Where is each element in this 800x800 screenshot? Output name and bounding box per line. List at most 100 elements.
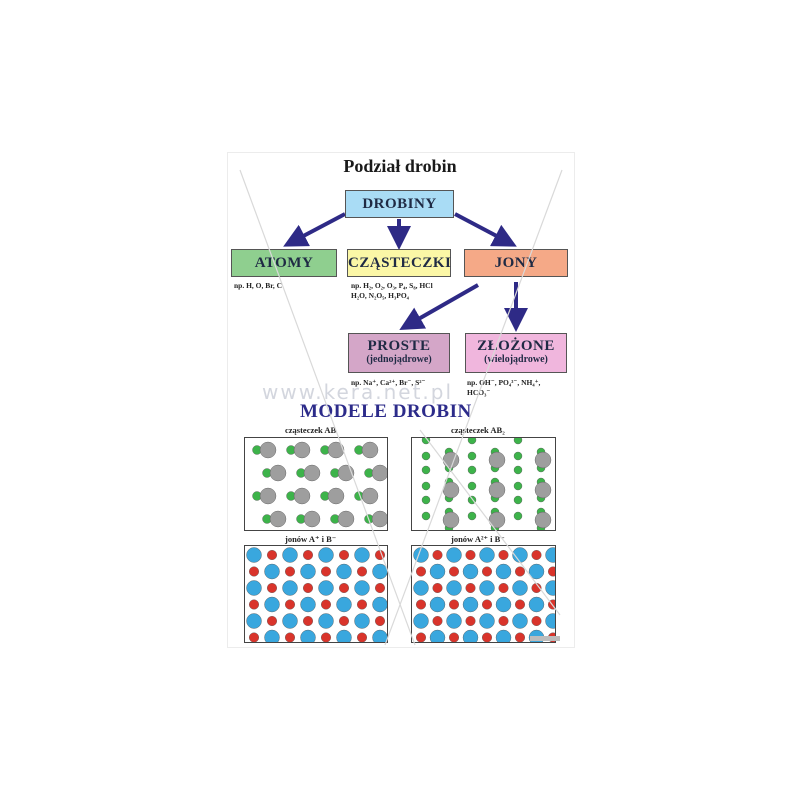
cation — [465, 549, 476, 561]
cation — [416, 632, 426, 642]
cation — [356, 566, 367, 577]
cation — [514, 566, 525, 577]
cation — [465, 583, 476, 594]
cation — [498, 583, 509, 594]
cation — [482, 632, 492, 642]
cation — [531, 615, 542, 626]
anion — [372, 563, 387, 580]
cation — [285, 632, 295, 642]
box-proste-label: PROSTE — [367, 338, 431, 354]
atom-b — [513, 438, 523, 445]
atom-a — [371, 464, 387, 482]
anion — [300, 629, 316, 642]
box-atomy-label: ATOMY — [254, 255, 314, 271]
example-zlozone-line2: HCO₃⁻ — [467, 388, 491, 397]
model-ab2-panel — [411, 437, 556, 531]
cation — [374, 549, 385, 561]
cation — [548, 566, 555, 577]
atom-a — [442, 451, 460, 469]
atom-a — [293, 487, 311, 505]
cation — [531, 549, 542, 561]
atom-a — [327, 487, 345, 505]
atom-b — [421, 495, 431, 505]
cation — [285, 566, 296, 577]
anion — [495, 596, 512, 613]
anion — [372, 629, 387, 642]
atom-b — [421, 511, 431, 521]
box-zlozone: ZŁOŻONE (wielojądrowe) — [465, 333, 567, 373]
box-jony-label: JONY — [494, 255, 538, 271]
anion — [446, 580, 462, 596]
anion — [318, 613, 334, 629]
anion — [429, 563, 446, 580]
atom-b — [421, 465, 431, 475]
cation — [321, 632, 331, 642]
anion — [446, 547, 462, 563]
box-drobiny: DROBINY — [345, 190, 454, 218]
atom-a — [488, 451, 506, 469]
box-czasteczki: CZĄSTECZKI — [347, 249, 451, 277]
atom-a — [442, 481, 460, 499]
cation — [285, 599, 296, 610]
anion — [462, 596, 479, 613]
atom-a — [259, 487, 277, 505]
model-ab2-drawing — [421, 438, 552, 530]
cation — [531, 583, 542, 594]
label-model-ions1: jonów A⁺ i B⁻ — [285, 534, 337, 544]
cation — [303, 615, 314, 626]
cation — [449, 566, 460, 577]
atom-b — [421, 451, 431, 461]
atom-b — [467, 495, 477, 505]
anion — [495, 563, 512, 580]
cation — [249, 632, 259, 642]
anion — [545, 613, 555, 629]
cation — [515, 632, 525, 642]
page-title: Podział drobin — [343, 156, 457, 176]
box-zlozone-sublabel: (wielojądrowe) — [484, 354, 548, 365]
cation — [267, 549, 278, 561]
box-jony: JONY — [464, 249, 568, 277]
anion — [372, 596, 387, 613]
model-ions1-panel — [244, 545, 388, 643]
anion — [336, 596, 352, 613]
box-proste: PROSTE (jednojądrowe) — [348, 333, 450, 373]
atom-a — [259, 441, 277, 459]
anion — [318, 580, 334, 596]
anion — [545, 547, 555, 563]
model-ions2-drawing — [413, 547, 555, 642]
atom-b — [421, 438, 431, 445]
label-model-ab: cząsteczek AB — [285, 425, 337, 435]
atom-b — [467, 438, 477, 445]
anion — [300, 563, 316, 580]
atom-a — [488, 511, 506, 529]
box-proste-sublabel: (jednojądrowe) — [366, 354, 432, 365]
cation — [415, 599, 427, 610]
atom-a — [442, 511, 460, 529]
cation — [338, 583, 349, 594]
cation — [432, 549, 443, 561]
anion — [462, 629, 479, 642]
cation — [356, 599, 367, 610]
anion — [318, 547, 334, 563]
anion — [282, 547, 298, 563]
cation — [374, 615, 385, 626]
cation — [267, 615, 278, 626]
atom-b — [467, 451, 477, 461]
box-zlozone-label: ZŁOŻONE — [477, 338, 555, 354]
anion — [413, 580, 429, 596]
anion — [479, 547, 495, 563]
anion — [336, 563, 352, 580]
anion — [512, 547, 528, 563]
label-model-ab2: cząsteczek AB₂ — [451, 425, 505, 435]
example-zlozone-line1: np. OH⁻, PO₄³⁻, NH₄⁺, — [467, 378, 541, 387]
cation — [248, 566, 260, 577]
atom-b — [513, 511, 523, 521]
atom-a — [361, 441, 379, 459]
anion — [413, 613, 429, 629]
anion — [246, 613, 262, 629]
cation — [303, 549, 314, 561]
atom-b — [467, 511, 477, 521]
anion — [545, 580, 555, 596]
model-ions2-panel — [411, 545, 556, 643]
atom-a — [327, 441, 345, 459]
